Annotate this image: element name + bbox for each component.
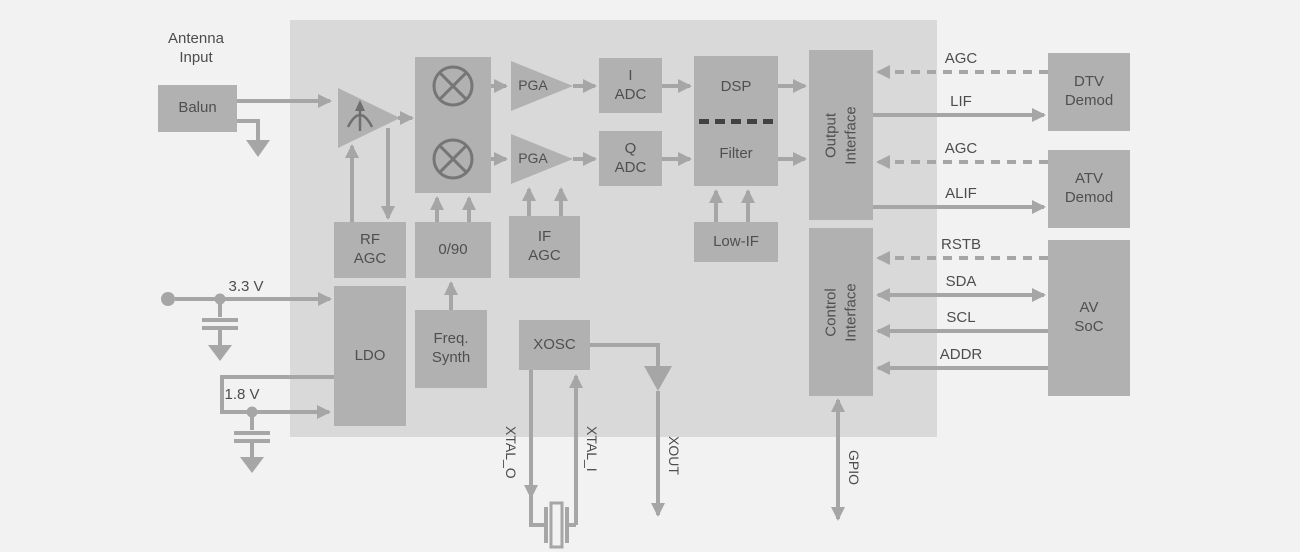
ldo-label: LDO (354, 346, 386, 364)
av-soc-block: AV SoC (1048, 240, 1130, 396)
dtv-demod-block: DTV Demod (1048, 53, 1130, 131)
antenna-input-label: Antenna Input (168, 30, 224, 66)
q-adc-block: Q ADC (599, 131, 662, 186)
pin-gpio-label: GPIO (846, 450, 862, 486)
pga-q-label: PGA (518, 150, 548, 166)
atv-demod-block: ATV Demod (1048, 150, 1130, 228)
freq-synth-block: Freq. Synth (415, 310, 487, 388)
signal-sda-label: SDA (945, 273, 977, 290)
pin-xout-label: XOUT (666, 436, 682, 475)
i-adc-block: I ADC (599, 58, 662, 113)
control-interface-block: Control Interface (809, 228, 873, 396)
dsp-filter-block: DSP Filter (694, 56, 778, 186)
pga-i-label: PGA (518, 77, 548, 93)
xosc-block: XOSC (519, 320, 590, 370)
ground-icon-1v8 (240, 457, 264, 473)
rf-agc-block: RF AGC (334, 222, 406, 278)
if-agc-label: IF AGC (528, 228, 561, 264)
ground-icon-3v3 (208, 345, 232, 361)
dtv-demod-label: DTV Demod (1064, 73, 1114, 109)
supply-1v8-label: 1.8 V (224, 386, 260, 403)
quad-block: 0/90 (415, 222, 491, 278)
wire-xtal-o-lead (529, 497, 546, 527)
port-icon-3v3 (161, 292, 175, 306)
low-if-block: Low-IF (694, 222, 778, 262)
wire-balun-to-ground (237, 119, 260, 140)
atv-demod-label: ATV Demod (1064, 170, 1114, 206)
supply-3v3-label: 3.3 V (228, 278, 264, 295)
signal-agc-atv-label: AGC (944, 140, 978, 157)
balun-label: Balun (178, 99, 217, 117)
control-interface-label: Control Interface (822, 282, 860, 342)
xosc-label: XOSC (533, 335, 576, 353)
crystal-icon (544, 501, 569, 549)
ground-icon (246, 140, 270, 157)
signal-rstb-label: RSTB (940, 236, 981, 253)
filter-label: Filter (719, 145, 753, 163)
dsp-label: DSP (720, 77, 752, 95)
capacitor-icon-1v8 (234, 431, 270, 443)
i-adc-label: I ADC (614, 66, 647, 103)
capacitor-icon-3v3 (202, 318, 238, 330)
pin-xtal-o-label: XTAL_O (503, 426, 519, 479)
balun-block: Balun (158, 85, 237, 132)
rf-agc-label: RF AGC (353, 231, 387, 267)
av-soc-label: AV SoC (1074, 299, 1104, 335)
low-if-label: Low-IF (713, 232, 759, 250)
signal-addr-label: ADDR (939, 346, 983, 363)
signal-lif-label: LIF (950, 93, 972, 110)
quad-label: 0/90 (438, 240, 468, 258)
ldo-block: LDO (334, 286, 406, 426)
signal-scl-label: SCL (946, 309, 976, 326)
freq-synth-label: Freq. Synth (431, 330, 471, 366)
output-interface-block: Output Interface (809, 50, 873, 220)
mixer-block (415, 57, 491, 193)
if-agc-block: IF AGC (509, 216, 580, 278)
pin-xtal-i-label: XTAL_I (584, 426, 600, 472)
signal-agc-dtv-label: AGC (944, 50, 978, 67)
dsp-filter-divider (699, 118, 773, 124)
output-interface-label: Output Interface (822, 105, 860, 165)
q-adc-label: Q ADC (614, 139, 647, 176)
junction-dot-1v8 (246, 406, 258, 418)
signal-alif-label: ALIF (945, 185, 977, 202)
